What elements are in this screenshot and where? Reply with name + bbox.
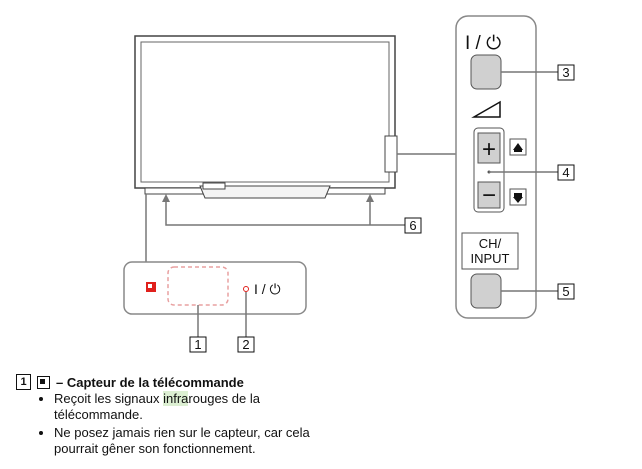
ch-input-line1: CH/ [479, 236, 502, 251]
callout-5: 5 [562, 284, 569, 299]
power-button[interactable] [470, 54, 502, 90]
legend-title: – Capteur de la télécommande [56, 374, 244, 390]
bottom-arrows [145, 194, 405, 262]
sensor-panel: I / ⏻ [123, 261, 307, 315]
volume-icon [471, 100, 501, 118]
power-label: I / ⏻ [465, 33, 501, 54]
callout-box-2 [237, 336, 255, 353]
plus-label: + [482, 136, 496, 163]
legend-bullets: Reçoit les signaux infrarouges de la tél… [16, 391, 346, 457]
power-indicator-icon [243, 286, 249, 292]
legend-bullet-2: Ne posez jamais rien sur le capteur, car… [54, 425, 346, 457]
callout-box-5 [557, 283, 575, 300]
callout-box-4 [557, 164, 575, 181]
ch-input-line2: INPUT [471, 251, 510, 266]
volume-down-button[interactable] [477, 181, 501, 209]
legend-heading: 1 – Capteur de la télécommande [16, 374, 346, 390]
legend-number: 1 [16, 374, 31, 390]
callout-box-1 [189, 336, 207, 353]
minus-label: − [482, 182, 496, 209]
ch-input-button[interactable] [470, 273, 502, 309]
legend-bullet-1: Reçoit les signaux infrarouges de la tél… [54, 391, 346, 423]
callout-3: 3 [562, 65, 569, 80]
tv-body [134, 35, 398, 199]
ch-input-label-box [461, 232, 519, 270]
callout-box-3 [557, 64, 575, 81]
ir-sensor-area [167, 266, 229, 306]
side-control-panel: I / ⏻ + − CH/ INPUT [455, 15, 558, 319]
callout-6: 6 [409, 218, 416, 233]
sensor-power-label: I / ⏻ [254, 281, 281, 297]
callout-4: 4 [562, 165, 569, 180]
callout-box-6 [404, 217, 422, 234]
volume-up-button[interactable] [477, 132, 501, 164]
callout-2: 2 [242, 337, 249, 352]
callout-1: 1 [194, 337, 201, 352]
legend: 1 – Capteur de la télécommande Reçoit le… [16, 374, 346, 459]
tv-controls-diagram: 6 I / ⏻ 1 2 I / ⏻ + − [123, 15, 575, 353]
ir-sensor-glyph-icon [37, 375, 50, 389]
highlighted-text: infra [163, 391, 189, 406]
